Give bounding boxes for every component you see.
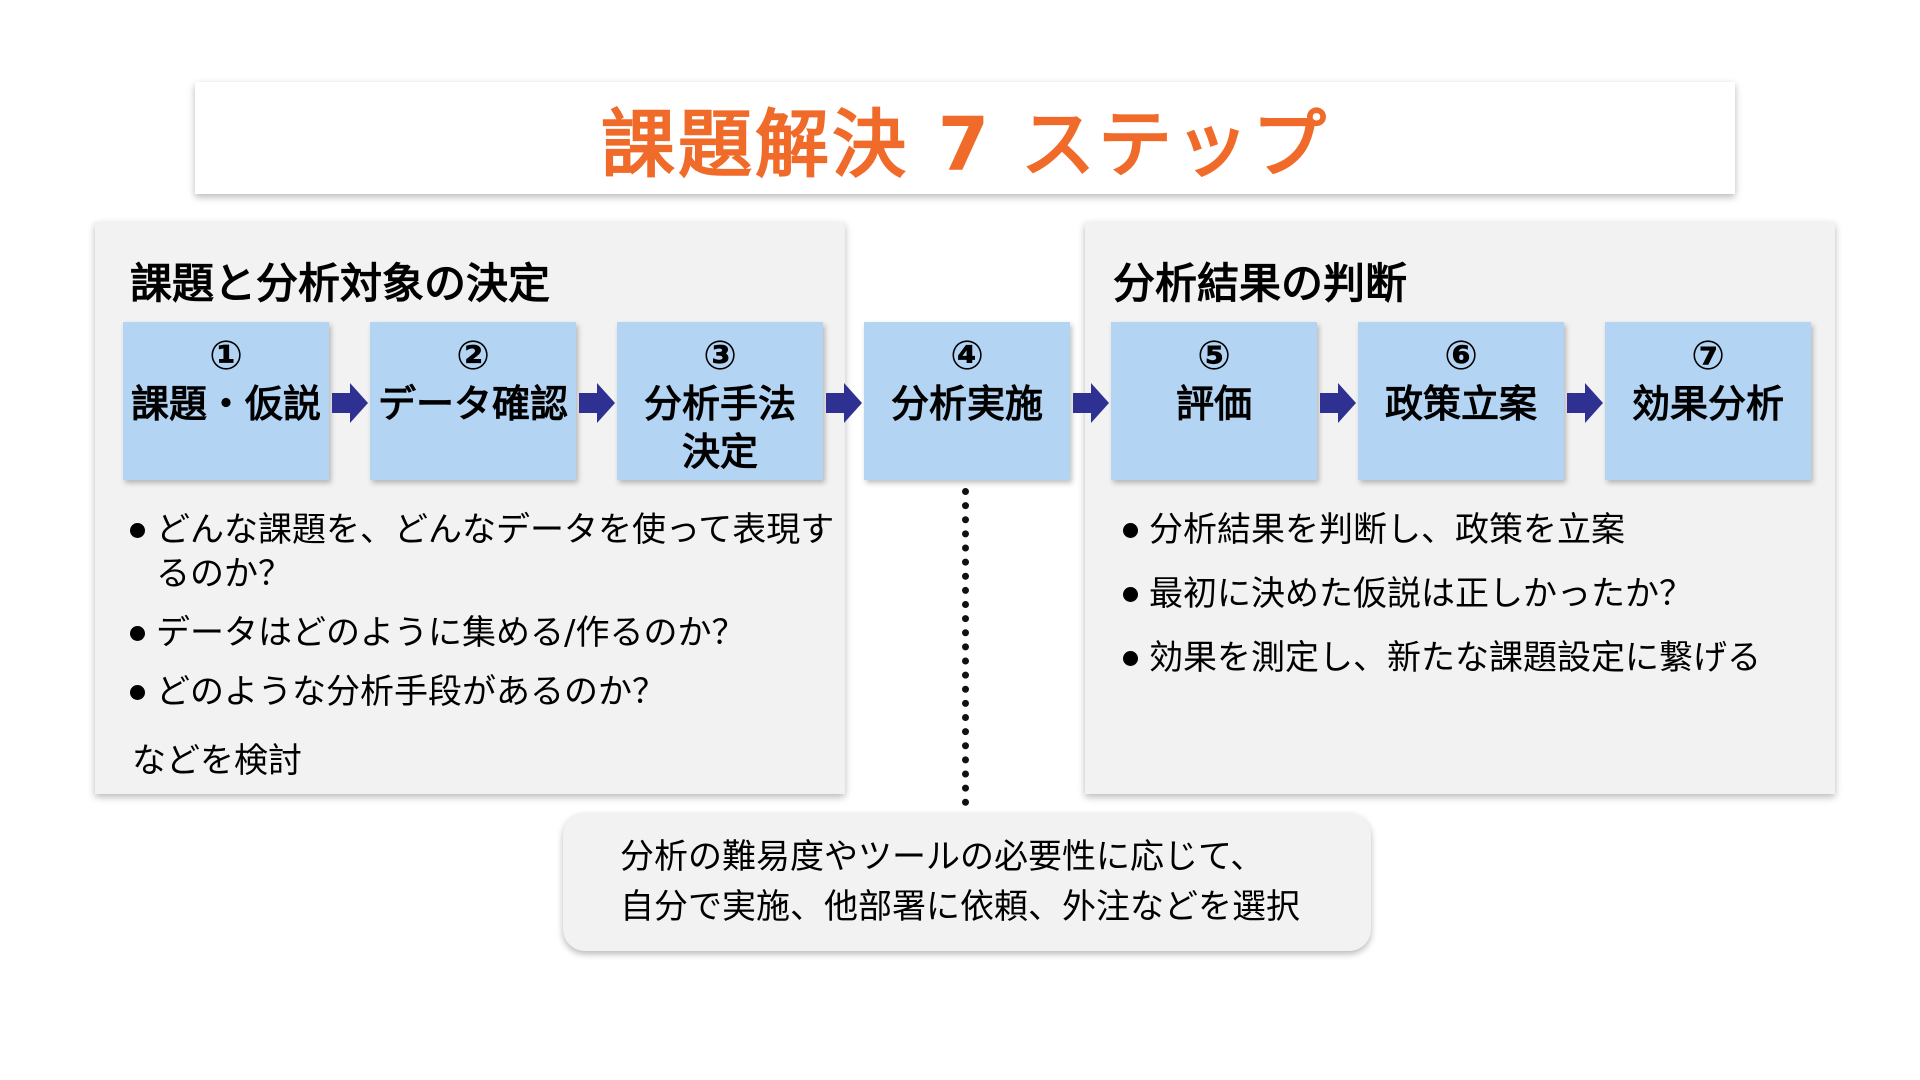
arrow-right-icon: [332, 383, 368, 423]
step-6-label: 政策立案: [1384, 382, 1537, 426]
arrow-right-icon: [1567, 383, 1603, 423]
right-bullet-item: 分析結果を判断し、政策を立案: [1121, 508, 1841, 552]
arrow-right-icon: [826, 383, 862, 423]
page-title: 課題解決 7 ステップ: [600, 101, 1329, 188]
step-1-number: ①: [209, 333, 243, 379]
step-2-box: ② データ確認: [370, 322, 576, 480]
step-5-box: ⑤ 評価: [1111, 322, 1317, 480]
step-5-label: 評価: [1175, 382, 1252, 426]
step-7-label: 効果分析: [1631, 382, 1784, 426]
step-4-box: ④ 分析実施: [864, 322, 1070, 480]
left-bullet-item: どのような分析手段があるのか？: [128, 670, 848, 714]
step-3-box: ③ 分析手法 決定: [617, 322, 823, 480]
step-1-label: 課題・仮説: [130, 382, 321, 426]
left-panel: 課題と分析対象の決定: [95, 222, 845, 794]
step-6-number: ⑥: [1444, 333, 1478, 379]
step-2-number: ②: [456, 333, 490, 379]
dotted-connector: [962, 488, 969, 806]
step-5-number: ⑤: [1197, 333, 1231, 379]
left-bullet-item: データはどのように集める/作るのか？: [128, 611, 848, 655]
step-3-label: 分析手法 決定: [643, 382, 796, 474]
title-banner: 課題解決 7 ステップ: [195, 82, 1735, 194]
step-1-box: ① 課題・仮説: [123, 322, 329, 480]
step-7-number: ⑦: [1691, 333, 1725, 379]
right-panel-heading: 分析結果の判断: [1113, 259, 1408, 308]
left-bullet-item: どんな課題を、どんなデータを使って表現するのか？: [128, 508, 848, 596]
arrow-right-icon: [579, 383, 615, 423]
left-closing-text: などを検討: [132, 741, 302, 781]
right-bullet-item: 最初に決めた仮説は正しかったか？: [1121, 572, 1841, 616]
step-2-label: データ確認: [377, 382, 568, 426]
step-4-number: ④: [950, 333, 984, 379]
step-3-number: ③: [703, 333, 737, 379]
step-7-box: ⑦ 効果分析: [1605, 322, 1811, 480]
right-bullet-list: 分析結果を判断し、政策を立案 最初に決めた仮説は正しかったか？ 効果を測定し、新…: [1121, 508, 1841, 700]
arrow-right-icon: [1320, 383, 1356, 423]
left-bullet-list: どんな課題を、どんなデータを使って表現するのか？ データはどのように集める/作る…: [128, 508, 848, 729]
note-line-2: 自分で実施、他部署に依頼、外注などを選択: [620, 887, 1300, 927]
note-box: 分析の難易度やツールの必要性に応じて、 自分で実施、他部署に依頼、外注などを選択: [563, 813, 1371, 951]
right-bullet-item: 効果を測定し、新たな課題設定に繋げる: [1121, 636, 1841, 680]
arrow-right-icon: [1073, 383, 1109, 423]
right-panel: 分析結果の判断: [1085, 222, 1835, 794]
note-line-1: 分析の難易度やツールの必要性に応じて、: [620, 837, 1265, 877]
left-panel-heading: 課題と分析対象の決定: [130, 259, 551, 308]
step-4-label: 分析実施: [890, 382, 1043, 426]
step-6-box: ⑥ 政策立案: [1358, 322, 1564, 480]
